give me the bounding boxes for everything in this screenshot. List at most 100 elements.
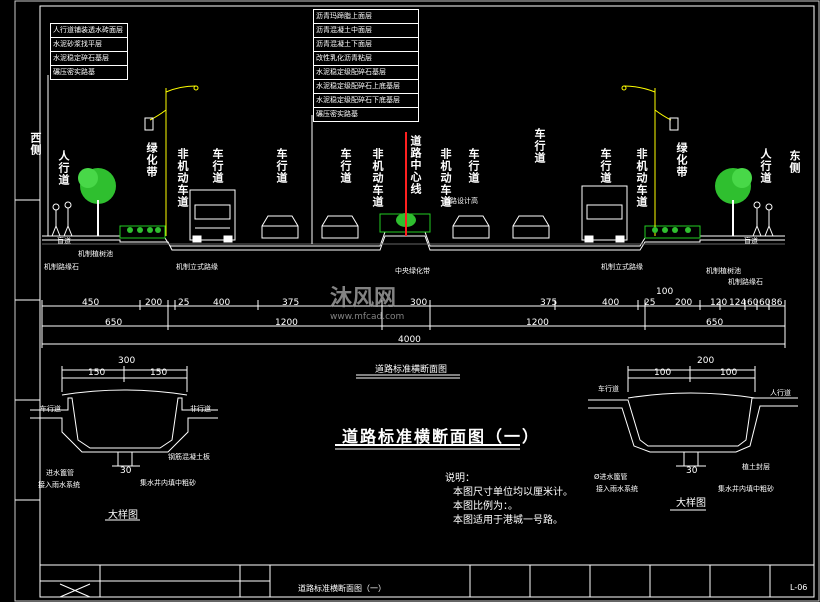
watermark-url: www.mfcad.com [330, 312, 405, 322]
label-bike-inner-left: 非机动车道 [371, 148, 384, 208]
detail-left-note2: 接入雨水系统 [38, 481, 80, 489]
lamp-left [144, 85, 199, 236]
callout-curb-right: 机制路缘石 [728, 278, 763, 286]
car-1 [261, 215, 299, 239]
spec-center-line-3: 改性乳化沥青粘层 [314, 52, 418, 66]
car-3 [452, 215, 490, 239]
dim-total: 4000 [398, 335, 421, 345]
spec-center-line-0: 沥青玛蹄脂上面层 [314, 10, 418, 24]
tree-left [78, 168, 116, 236]
notes-line-3: 本图适用于港城一号路。 [453, 515, 563, 526]
label-vehicle-2: 车行道 [275, 148, 288, 184]
detail-left-drawing [30, 366, 218, 521]
tree-right [715, 168, 752, 236]
dim-1200-r: 1200 [526, 318, 549, 328]
detail-left-note1: 进水篦管 [46, 469, 74, 477]
detail-right-note2: 接入雨水系统 [596, 485, 638, 493]
spec-center-line-4: 水泥稳定级配碎石基层 [314, 66, 418, 80]
detail-right-half-l: 100 [654, 368, 672, 378]
callout-curb-left: 机制路缘石 [44, 263, 79, 271]
spec-center-line-6: 水泥稳定级配碎石下底基层 [314, 94, 418, 108]
label-greenbelt-right: 绿化带 [675, 142, 688, 178]
truck-left [189, 189, 236, 243]
callout-edge-left: 盲道 [57, 237, 71, 245]
spec-left-line-0: 人行道铺装透水砖面层 [51, 24, 127, 38]
section-title: 道路标准横断面图 [375, 365, 448, 375]
pedestrians-left [51, 201, 73, 237]
spec-left-line-2: 水泥稳定碎石基层 [51, 52, 127, 66]
dim-200-r: 200 [675, 298, 693, 308]
dim-650-l: 650 [105, 318, 123, 328]
detail-left-half-r: 150 [150, 368, 168, 378]
label-sidewalk-left: 人行道 [57, 150, 70, 186]
dim-1200-l: 1200 [275, 318, 298, 328]
lamp-right [621, 85, 679, 236]
label-vehicle-6: 车行道 [599, 148, 612, 184]
detail-right-road: 车行道 [598, 385, 619, 393]
label-bike-left: 非机动车道 [176, 148, 189, 208]
dim-25-r: 25 [644, 298, 656, 308]
callout-median-top: 道路设计高 [443, 197, 478, 205]
dimension-lines [41, 300, 786, 348]
spec-center-line-1: 沥青混凝土中面层 [314, 24, 418, 38]
label-vehicle-4: 车行道 [467, 148, 480, 184]
notes-line-1: 本图尺寸单位均以厘米计。 [453, 487, 573, 498]
callout-planter-left: 机制植树池 [78, 250, 113, 258]
label-greenbelt-left: 绿化带 [145, 142, 158, 178]
dim-100-extra: 100 [656, 287, 674, 297]
detail-right-note3: 植土封层 [742, 463, 770, 471]
spec-left-line-1: 水泥砂浆找平层 [51, 38, 127, 52]
callout-flat-curb-right: 机制立式路缘 [601, 263, 643, 271]
detail-left-side: 非行道 [190, 405, 211, 413]
dim-60-b: 60 [759, 298, 771, 308]
callout-median: 中央绿化带 [395, 267, 430, 275]
watermark: 沐风网 www.mfcad.com [330, 280, 404, 322]
detail-right-note1: Ø进水篦管 [594, 473, 628, 481]
label-bike-inner-right: 非机动车道 [439, 148, 452, 208]
title-block-lines [39, 564, 815, 598]
car-2 [321, 215, 359, 239]
label-east-side: 东侧 [788, 150, 801, 174]
detail-right-side: 人行道 [770, 389, 791, 397]
spec-box-center: 沥青玛蹄脂上面层 沥青混凝土中面层 沥青混凝土下面层 改性乳化沥青粘层 水泥稳定… [313, 9, 419, 122]
shrubs-left [127, 227, 161, 233]
dim-400-l: 400 [213, 298, 231, 308]
detail-left-note3: 钢筋混凝土板 [168, 453, 210, 461]
dim-450: 450 [82, 298, 100, 308]
detail-left-width: 300 [118, 356, 136, 366]
detail-left-caption: 大样图 [108, 510, 138, 521]
label-bike-right: 非机动车道 [635, 148, 648, 208]
dim-375-r: 375 [540, 298, 558, 308]
spec-center-line-7: 碾压密实路基 [316, 110, 358, 118]
spec-box-left: 人行道铺装透水砖面层 水泥砂浆找平层 水泥稳定碎石基层 碾压密实路基 [50, 23, 128, 80]
notes-heading: 说明： [445, 473, 475, 484]
callout-flat-curb-left: 机制立式路缘 [176, 263, 218, 271]
detail-left-road: 车行道 [40, 405, 61, 413]
detail-right-half-r: 100 [720, 368, 738, 378]
dim-200-l: 200 [145, 298, 163, 308]
car-4 [512, 215, 550, 239]
title-block-sheet: L-06 [790, 583, 808, 592]
spec-center-line-2: 沥青混凝土下面层 [314, 38, 418, 52]
dim-400-r: 400 [602, 298, 620, 308]
callout-edge-right: 盲道 [744, 237, 758, 245]
detail-right-note4: 集水井内填中粗砂 [718, 485, 774, 493]
drawing-frame [14, 0, 820, 602]
dim-86: 86 [771, 298, 783, 308]
spec-left-line-3: 碾压密实路基 [53, 68, 95, 76]
dim-375-l: 375 [282, 298, 300, 308]
label-vehicle-3: 车行道 [339, 148, 352, 184]
callout-planter-right: 机制植树池 [706, 267, 741, 275]
notes-block: 说明： 本图尺寸单位均以厘米计。 本图比例为：。 本图适用于港城一号路。 [445, 472, 573, 528]
label-vehicle-1: 车行道 [211, 148, 224, 184]
dim-120: 120 [710, 298, 728, 308]
label-sidewalk-right: 人行道 [759, 148, 772, 184]
detail-right-drawing [588, 366, 798, 511]
label-west-side: 西侧 [29, 132, 42, 156]
dim-300: 300 [410, 298, 428, 308]
label-centerline: 道路中心线 [409, 135, 422, 195]
detail-right-base: 30 [686, 466, 698, 476]
main-title: 道路标准横断面图（一） [342, 427, 541, 446]
dim-124: 124 [729, 298, 747, 308]
notes-line-2: 本图比例为：。 [453, 501, 518, 512]
